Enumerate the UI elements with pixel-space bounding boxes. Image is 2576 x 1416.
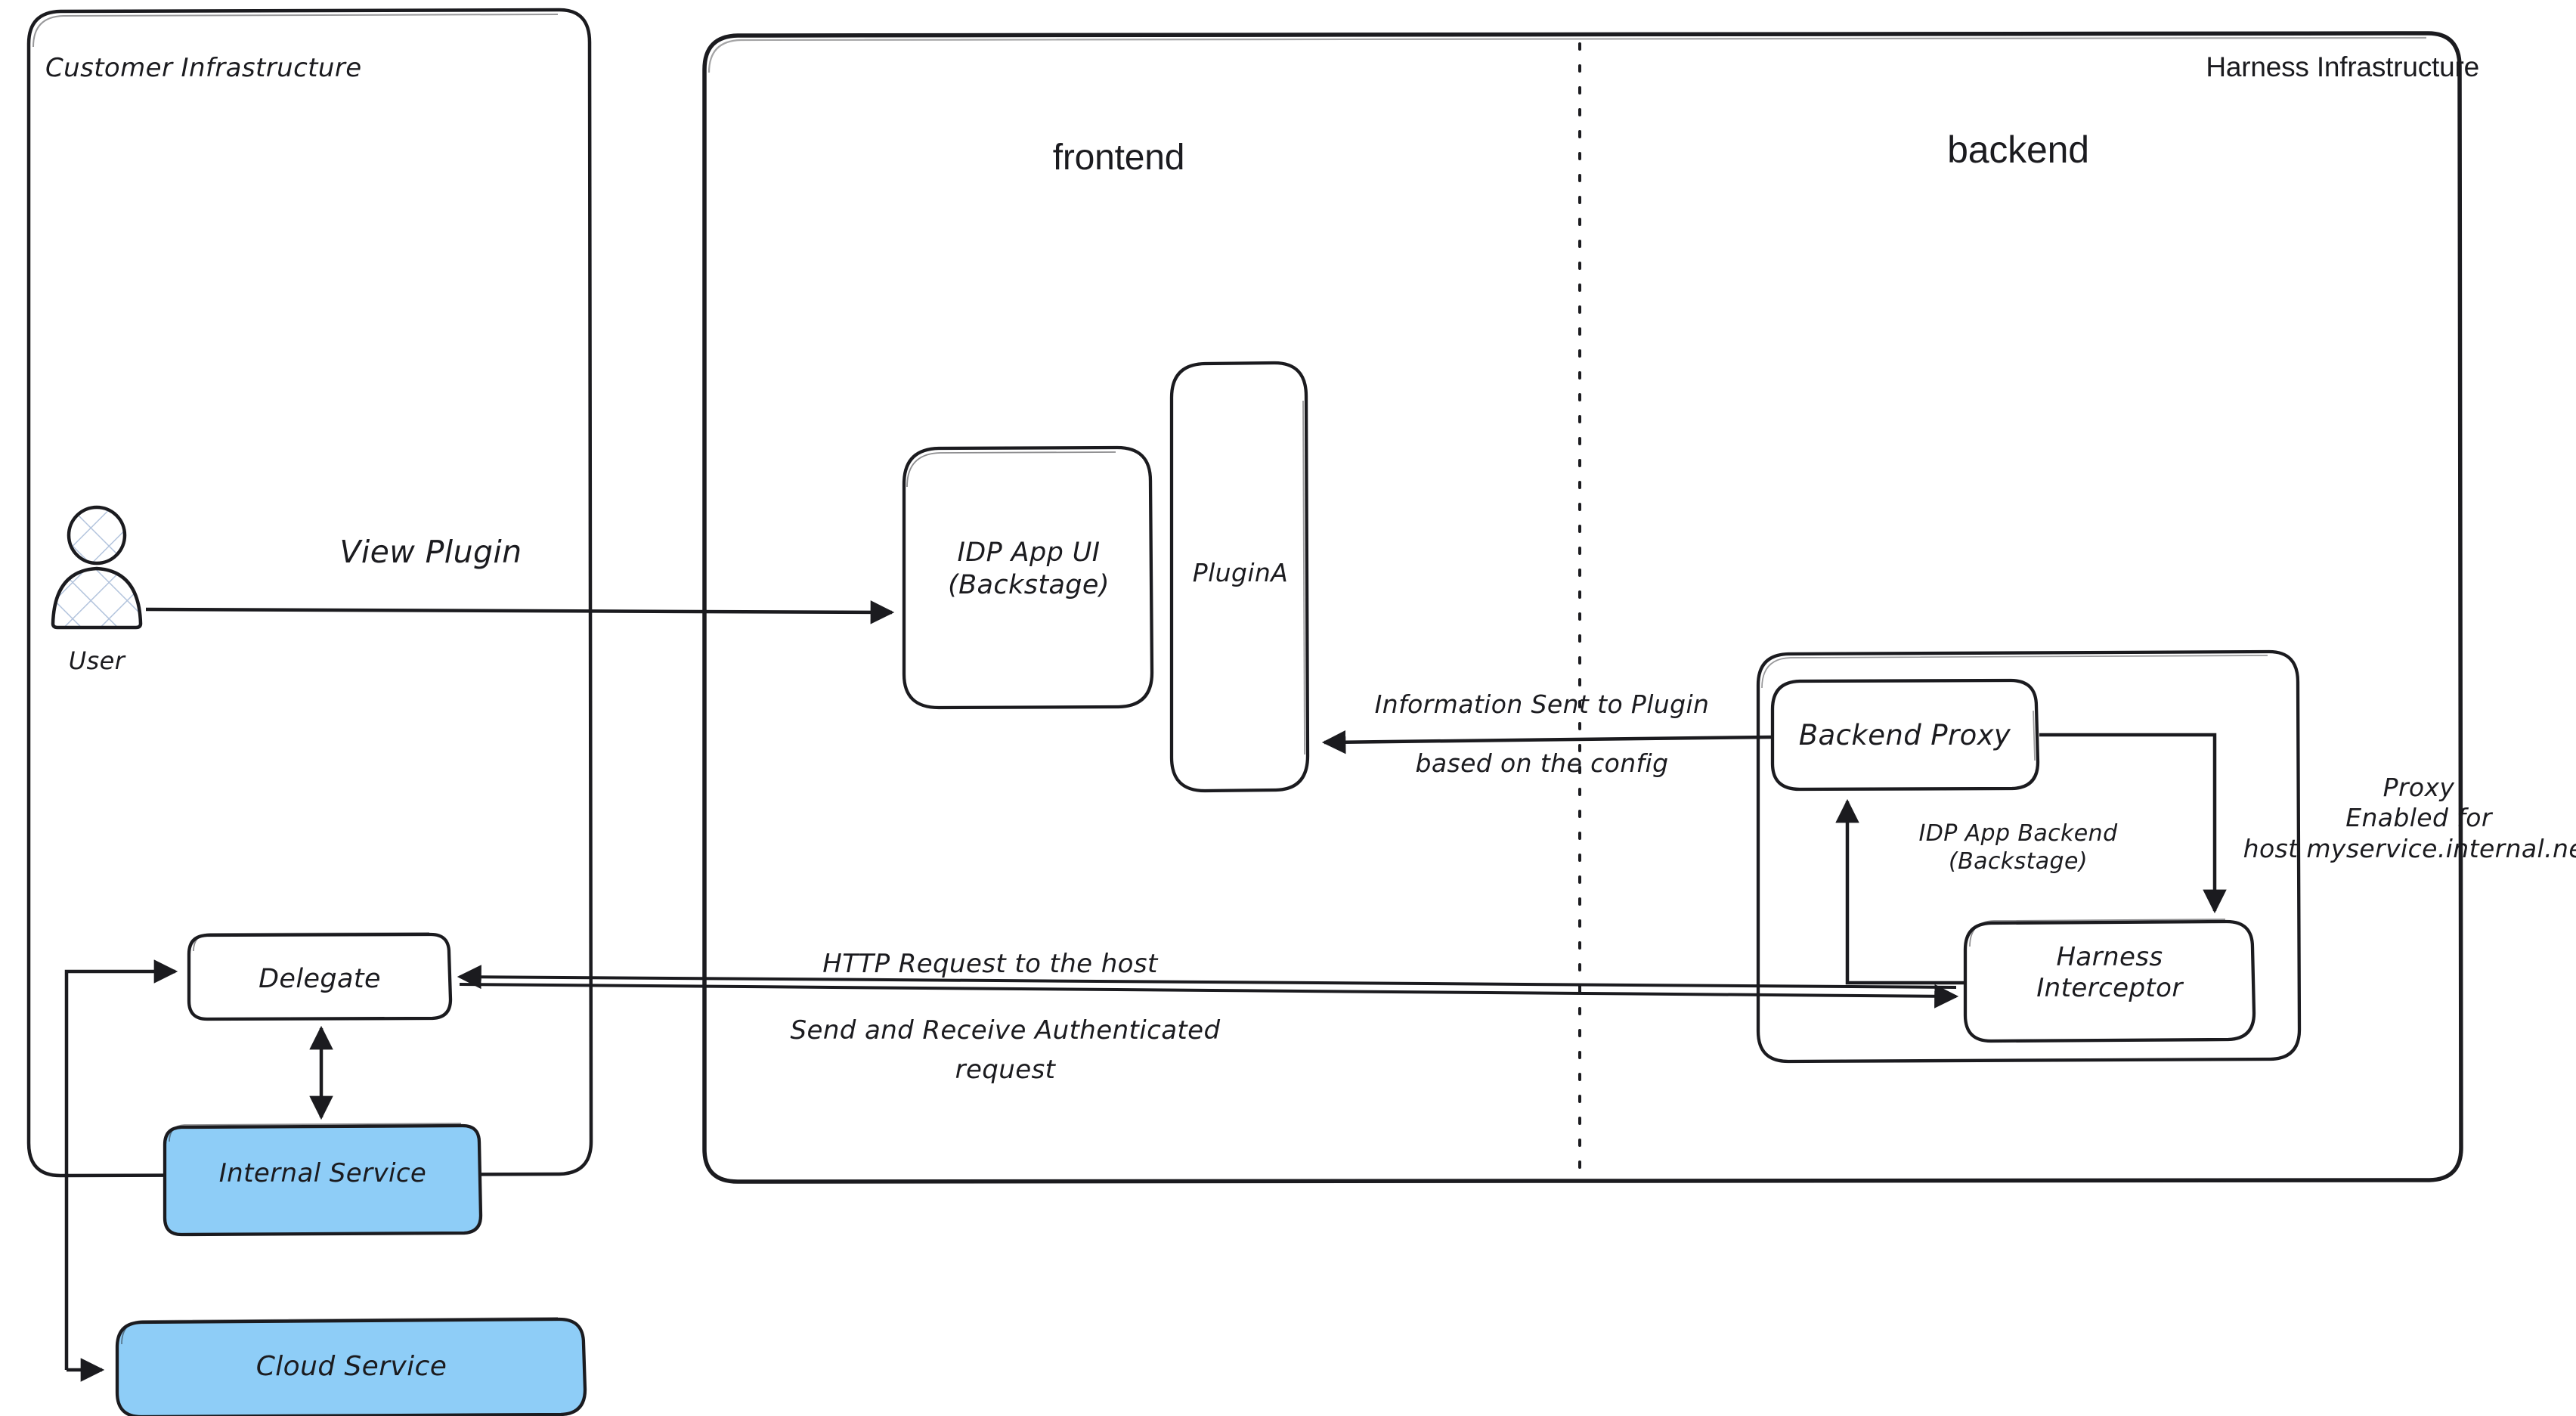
delegate-box [187, 932, 453, 1021]
edge-rail-to-delegate [64, 959, 178, 1370]
plugin-a-box [1169, 361, 1310, 793]
edge-view-plugin [145, 600, 895, 624]
harness-interceptor-box [1963, 919, 2256, 1043]
idp-app-ui-box [902, 445, 1154, 710]
idp-app-backend-container [1756, 649, 2302, 1064]
user-figure [51, 505, 143, 630]
edge-proxy-enabled [2039, 733, 2227, 914]
harness-infrastructure-container [702, 31, 2463, 1184]
edge-interceptor-to-proxy [1835, 798, 1964, 985]
edge-information-sent [1321, 730, 1772, 754]
edge-authenticated-response [457, 965, 1957, 990]
edge-http-request-out [459, 983, 1959, 1009]
internal-service-box [163, 1123, 483, 1237]
cloud-service-box [115, 1317, 587, 1416]
backend-proxy-box [1770, 678, 2040, 792]
customer-infrastructure-container [26, 8, 593, 1178]
